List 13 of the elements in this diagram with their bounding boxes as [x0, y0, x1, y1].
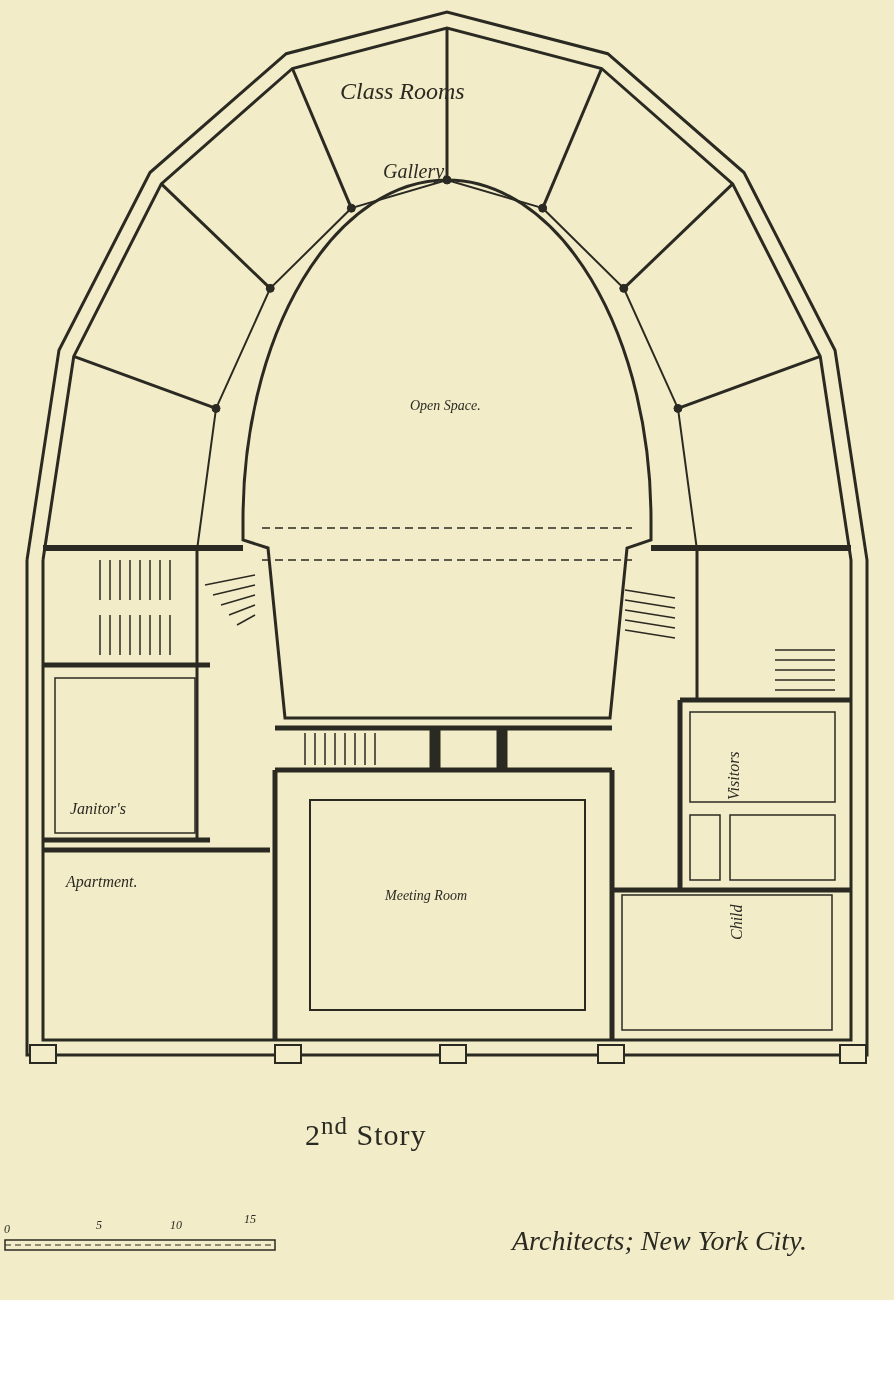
scale-number: 10	[170, 1218, 182, 1233]
room-label: Gallery.	[383, 160, 448, 183]
room-label: Open Space.	[410, 398, 481, 414]
room-label: Meeting Room	[385, 888, 468, 904]
scale-number: 15	[244, 1212, 256, 1227]
story-caption: 2$^{nd}$ Story	[305, 1112, 427, 1152]
scale-number: 5	[96, 1218, 102, 1233]
room-label: Janitor's	[70, 800, 126, 818]
room-label: Visitors	[725, 751, 743, 800]
room-label: Architects; New York City.	[512, 1225, 808, 1257]
room-label: Child	[728, 904, 746, 940]
scale-number: 0	[4, 1222, 10, 1237]
room-label: Apartment.	[66, 873, 138, 891]
